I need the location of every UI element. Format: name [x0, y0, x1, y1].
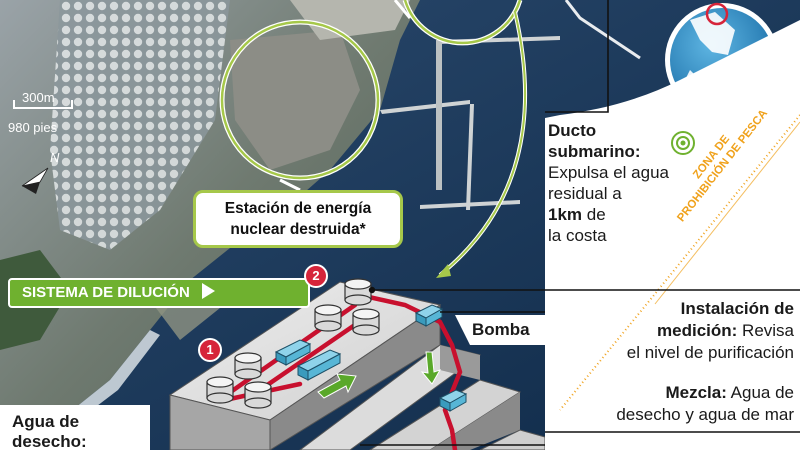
waste-title-line2: desecho:: [12, 432, 87, 451]
bomba-panel: [455, 315, 548, 345]
mix-desc-b: desecho y agua de mar: [616, 405, 794, 424]
pipe-distance: 1km: [548, 205, 583, 224]
zoom-circle-top: [279, 0, 523, 192]
station-label: Estación de energía nuclear destruida*: [193, 190, 403, 248]
compass-label: N: [50, 150, 60, 165]
pipe-title-line1: Ducto: [548, 121, 597, 140]
pipe-desc-line2: residual a: [548, 184, 622, 203]
station-label-line2: nuclear destruida*: [230, 221, 366, 238]
dilution-banner: SISTEMA DE DILUCIÓN: [8, 278, 310, 308]
measurement-title-line1: Instalación de: [680, 299, 794, 318]
scale-imperial: 980 pies: [8, 120, 58, 135]
measurement-desc-a: Revisa: [737, 321, 794, 340]
mix-desc-a: Agua de: [726, 383, 794, 402]
waste-title-line1: Agua de: [12, 412, 80, 431]
pipe-leader-line: [545, 0, 609, 113]
measurement-title-line2: medición:: [657, 321, 738, 340]
step-badge-2: 2: [304, 264, 328, 288]
pipe-desc-line3: de: [582, 205, 606, 224]
flow-arrows: [317, 351, 442, 399]
waste-label: Agua de desecho:: [12, 412, 87, 452]
pipe-description: Ducto submarino: Expulsa el agua residua…: [548, 120, 669, 246]
play-arrow-icon: [201, 283, 215, 299]
station-label-line1: Estación de energía: [224, 200, 372, 217]
pipe-desc-line1: Expulsa el agua: [548, 163, 669, 182]
scale-bar: [13, 100, 73, 109]
dilution-banner-text: SISTEMA DE DILUCIÓN: [22, 284, 190, 301]
scale-metric: 300m: [22, 90, 55, 105]
pipe-desc-line4: la costa: [548, 226, 607, 245]
pipe-title-line2: submarino:: [548, 142, 641, 161]
fishing-zone-line: [559, 114, 800, 411]
mix-label: Mezcla: Agua de desecho y agua de mar: [548, 382, 794, 426]
pump-units: [274, 304, 468, 412]
measurement-label: Instalación de medición: Revisa el nivel…: [548, 298, 794, 364]
outfall-target: [671, 131, 695, 155]
mix-title: Mezcla:: [665, 383, 727, 402]
leader-lines: [360, 286, 800, 446]
waste-panel: [0, 405, 150, 450]
pump-label: Bomba: [472, 320, 530, 339]
measurement-desc-b: el nivel de purificación: [626, 343, 794, 362]
text-panel: [545, 20, 800, 450]
compass-needle: [21, 167, 49, 194]
tank-group: [206, 278, 380, 409]
step-badge-1: 1: [198, 338, 222, 362]
zoom-circle-large: [219, 19, 381, 181]
